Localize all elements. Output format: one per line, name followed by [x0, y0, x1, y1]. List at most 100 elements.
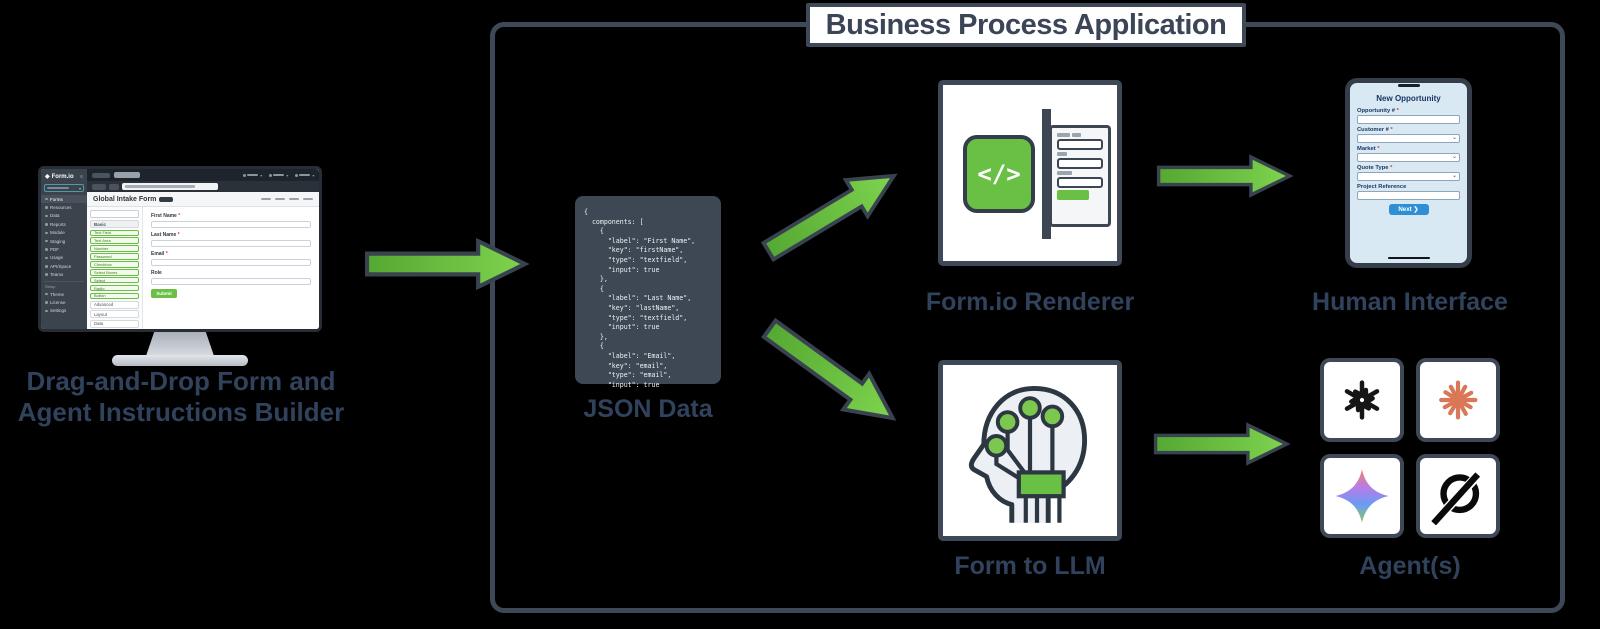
palette-item-select[interactable]: Select [90, 276, 139, 284]
form-title: Global Intake Form [93, 195, 157, 203]
customer-select[interactable]: ⌄ [1357, 134, 1460, 143]
arrow-right-icon [348, 237, 546, 291]
arrow-right-icon [1156, 150, 1294, 202]
field-label: Last Name * [151, 232, 180, 238]
project-reference-input[interactable] [1357, 191, 1460, 200]
sidebar-item-staging[interactable]: Staging [41, 237, 87, 245]
sidebar-item-forms[interactable]: Forms [41, 195, 87, 204]
chevron-down-icon: ⌄ [1451, 135, 1457, 142]
breadcrumb-pill[interactable] [92, 183, 106, 190]
topbar-dropdown[interactable]: ▾ [242, 173, 262, 178]
sidebar-item-label: PDF [50, 247, 59, 253]
sidebar-item-reports[interactable]: Reports [41, 220, 87, 228]
builder-content: Basic Text Field Text Area Number Passwo… [87, 207, 319, 329]
breadcrumb-pill[interactable] [109, 183, 119, 190]
nav-dot-icon [45, 265, 48, 268]
sidebar-item-label: Reports [50, 221, 66, 227]
sidebar-item-label: License [50, 299, 66, 305]
ai-head-icon [968, 385, 1088, 523]
json-caption: JSON Data [583, 395, 713, 423]
palette-item-radio[interactable]: Radio [90, 284, 139, 292]
stage-selector[interactable]: ▾ [44, 184, 84, 192]
field-label: Email * [151, 251, 168, 257]
topbar-pill[interactable] [114, 172, 140, 178]
sidebar-item-label: Staging [50, 238, 66, 244]
sidebar-item-resources[interactable]: Resources [41, 203, 87, 211]
sidebar-item-api[interactable]: API/Space [41, 262, 87, 270]
palette-section-data[interactable]: Data [90, 319, 139, 328]
chevron-down-icon: ⌄ [1451, 154, 1457, 161]
nav-dot-icon [45, 301, 48, 304]
field-label: Role [151, 270, 162, 276]
field-input[interactable] [151, 258, 311, 266]
builder-caption-line1: Drag-and-Drop Form and [26, 366, 336, 396]
monitor-stand-neck [146, 332, 214, 356]
builder-logo: ◆Form.io≡ [41, 172, 87, 183]
json-code-text: { components: [ { "label": "First Name",… [584, 208, 696, 389]
topbar-pill[interactable] [92, 172, 110, 178]
arrow-up-right-icon [751, 151, 912, 275]
sidebar-item-module[interactable]: Module [41, 229, 87, 237]
market-select[interactable]: ⌄ [1357, 153, 1460, 162]
json-code-block: { components: [ { "label": "First Name",… [575, 196, 721, 389]
phone-field-label: Opportunity # * [1357, 108, 1399, 114]
palette-search-input[interactable] [90, 210, 139, 218]
phone-field-label: Customer # * [1357, 127, 1393, 134]
sidebar-item-teams[interactable]: Teams [41, 271, 87, 279]
field-input[interactable] [151, 220, 311, 228]
renderer-caption: Form.io Renderer [925, 288, 1135, 316]
palette-section-advanced[interactable]: Advanced [90, 300, 139, 309]
palette-section-basic[interactable]: Basic [90, 220, 139, 228]
sidebar-item-usage[interactable]: Usage [41, 254, 87, 262]
grok-icon [1431, 469, 1484, 525]
phone-screen: New Opportunity Opportunity # * Customer… [1350, 83, 1467, 263]
palette-item-checkbox[interactable]: Checkbox [90, 261, 139, 268]
builder-screen: ◆Form.io≡ ▾ Forms Resources Data Reports… [41, 169, 319, 329]
palette-item-number[interactable]: Number [90, 245, 139, 252]
sidebar-item-pdf[interactable]: PDF [41, 245, 87, 253]
submit-button[interactable]: Submit [151, 289, 177, 298]
palette-item-button[interactable]: Button [90, 292, 139, 300]
phone-mockup: New Opportunity Opportunity # * Customer… [1345, 78, 1472, 268]
palette-section-layout[interactable]: Layout [90, 310, 139, 319]
grok-logo [1416, 454, 1500, 538]
sidebar-item-theme[interactable]: Theme [41, 290, 87, 298]
palette-item-textarea[interactable]: Text Area [90, 237, 139, 244]
field-input[interactable] [151, 239, 311, 247]
sidebar-item-label: Resources [50, 205, 72, 211]
next-button[interactable]: Next ❯ [1388, 203, 1429, 215]
arrow-right-icon [1153, 418, 1291, 470]
phone-field-label: Market * [1357, 146, 1380, 153]
sidebar-item-settings[interactable]: Settings [41, 307, 87, 315]
nav-dot-icon [45, 256, 48, 260]
builder-topbar: ▾ ▾ ▾ [87, 169, 319, 181]
sidebar-divider [44, 280, 84, 282]
topbar-dropdown[interactable]: ▾ [294, 173, 314, 178]
nav-dot-icon [45, 309, 48, 313]
builder-sidebar: ◆Form.io≡ ▾ Forms Resources Data Reports… [41, 169, 87, 329]
opportunity-input[interactable] [1357, 115, 1460, 124]
palette-item-selectboxes[interactable]: Select Boxes [90, 268, 139, 276]
form-badge [159, 196, 174, 202]
sidebar-item-label: Data [50, 213, 60, 219]
chevron-down-icon: ⌄ [1451, 173, 1457, 180]
nav-dot-icon [45, 197, 48, 201]
field-input[interactable] [151, 277, 311, 285]
openai-logo [1320, 358, 1404, 442]
monitor-stand-base [112, 355, 248, 366]
palette-item-textfield[interactable]: Text Field [90, 229, 139, 237]
nav-dot-icon [45, 273, 48, 276]
arrow-down-right-icon [749, 304, 915, 445]
url-chip[interactable] [122, 183, 218, 190]
nav-dot-icon [45, 231, 48, 234]
sidebar-item-license[interactable]: License [41, 298, 87, 306]
sidebar-item-label: Usage [50, 255, 64, 261]
chevron-down-icon: ▾ [78, 185, 81, 191]
palette-item-password[interactable]: Password [90, 253, 139, 260]
renderer-card: </> [938, 80, 1122, 266]
nav-dot-icon [45, 292, 48, 296]
quote-type-select[interactable]: ⌄ [1357, 172, 1460, 181]
sidebar-item-data[interactable]: Data [41, 212, 87, 220]
human-interface-caption: Human Interface [1312, 288, 1508, 316]
topbar-dropdown[interactable]: ▾ [268, 173, 288, 178]
